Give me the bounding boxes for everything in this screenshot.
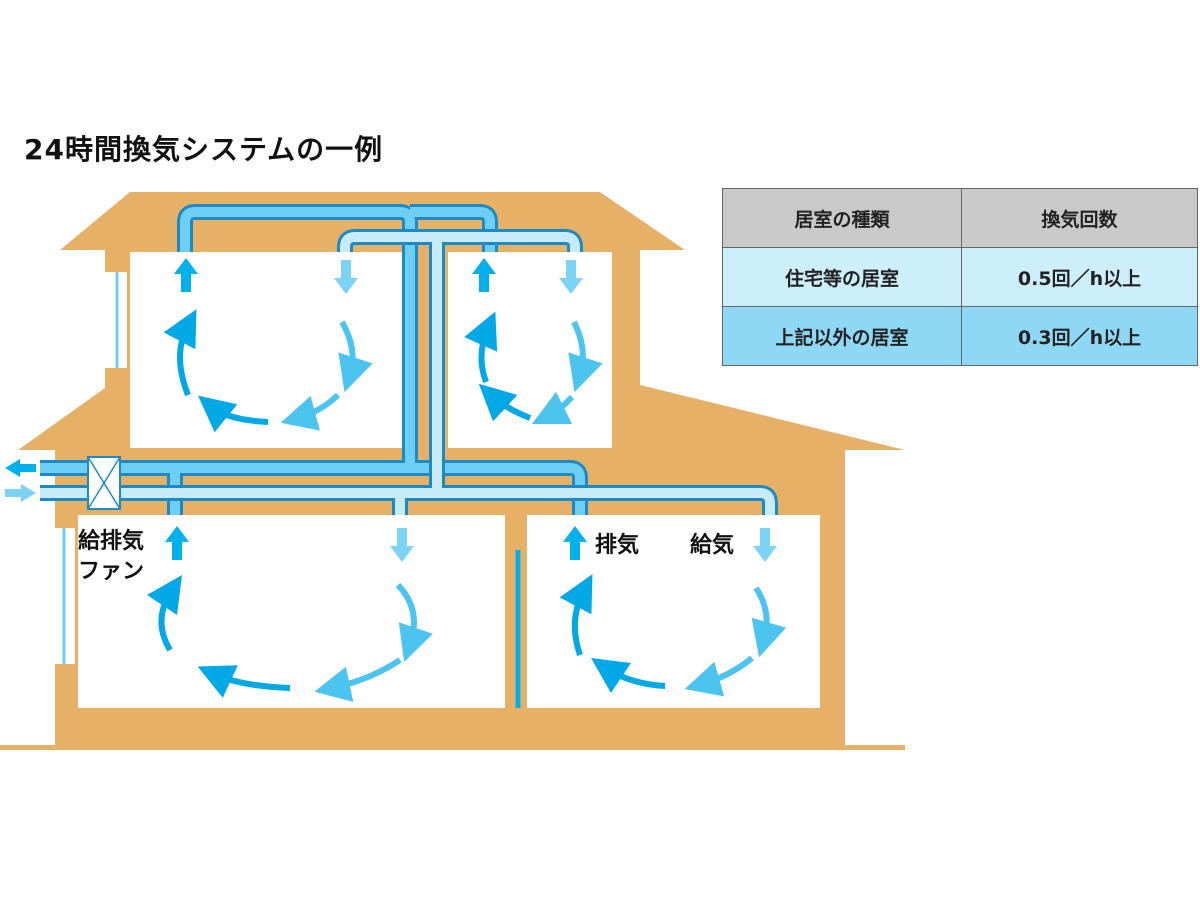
supply-label: 給気 — [690, 532, 734, 558]
table-header: 換気回数 — [961, 188, 1198, 248]
ventilation-fan — [87, 456, 121, 510]
table-row: 上記以外の居室 0.3回／h以上 — [722, 306, 1198, 366]
room-upper-right — [448, 252, 612, 448]
outflow-arrow-icon — [5, 459, 36, 477]
table-header-row: 居室の種類 換気回数 — [722, 188, 1198, 248]
table-cell: 上記以外の居室 — [722, 306, 962, 366]
table-cell: 0.5回／h以上 — [961, 247, 1198, 307]
room-upper-left — [130, 252, 405, 448]
inflow-arrow-icon — [5, 484, 36, 502]
exhaust-arrow-icons — [165, 258, 587, 560]
fan-label-line1: 給排気 — [78, 528, 144, 554]
exhaust-label: 排気 — [595, 532, 639, 558]
ventilation-rate-table: 居室の種類 換気回数 住宅等の居室 0.5回／h以上 上記以外の居室 0.3回／… — [722, 188, 1198, 366]
table-header: 居室の種類 — [722, 188, 962, 248]
diagram-title: 24時間換気システムの一例 — [24, 133, 384, 166]
table-cell: 0.3回／h以上 — [961, 306, 1198, 366]
table-row: 住宅等の居室 0.5回／h以上 — [722, 247, 1198, 307]
exhaust-duct — [40, 204, 588, 515]
house-structure — [0, 192, 905, 750]
ground-line — [0, 745, 905, 750]
supply-arrow-icons — [334, 260, 777, 562]
circulation-arrows — [147, 309, 787, 702]
fan-label-line2: ファン — [78, 559, 144, 584]
supply-duct — [40, 229, 778, 515]
table-cell: 住宅等の居室 — [722, 247, 962, 307]
